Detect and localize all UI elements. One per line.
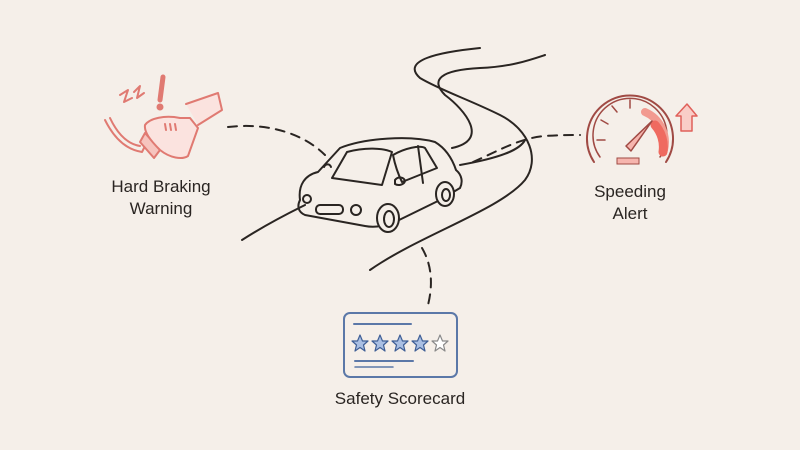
- star-rating-card-icon: [343, 312, 458, 378]
- star-filled-icon: [411, 334, 429, 352]
- hard-braking-line2: Warning: [129, 199, 193, 218]
- dashed-connectors: [227, 124, 581, 306]
- speeding-line1: Speeding: [594, 182, 666, 201]
- star-filled-icon: [391, 334, 409, 352]
- star-empty-icon: [431, 334, 449, 352]
- foot-on-brake-pedal-icon: [104, 74, 223, 159]
- hard-braking-line1: Hard Braking: [111, 177, 211, 196]
- speedometer-icon: [586, 94, 698, 165]
- hard-braking-label: Hard Braking Warning: [96, 176, 226, 220]
- scorecard-label: Safety Scorecard: [315, 388, 485, 410]
- speeding-line2: Alert: [612, 204, 648, 223]
- star-filled-icon: [371, 334, 389, 352]
- scorecard-line1: Safety Scorecard: [334, 389, 466, 408]
- star-filled-icon: [351, 334, 369, 352]
- speeding-label: Speeding Alert: [570, 181, 690, 225]
- car-icon: [297, 137, 463, 233]
- winding-road: [241, 47, 546, 271]
